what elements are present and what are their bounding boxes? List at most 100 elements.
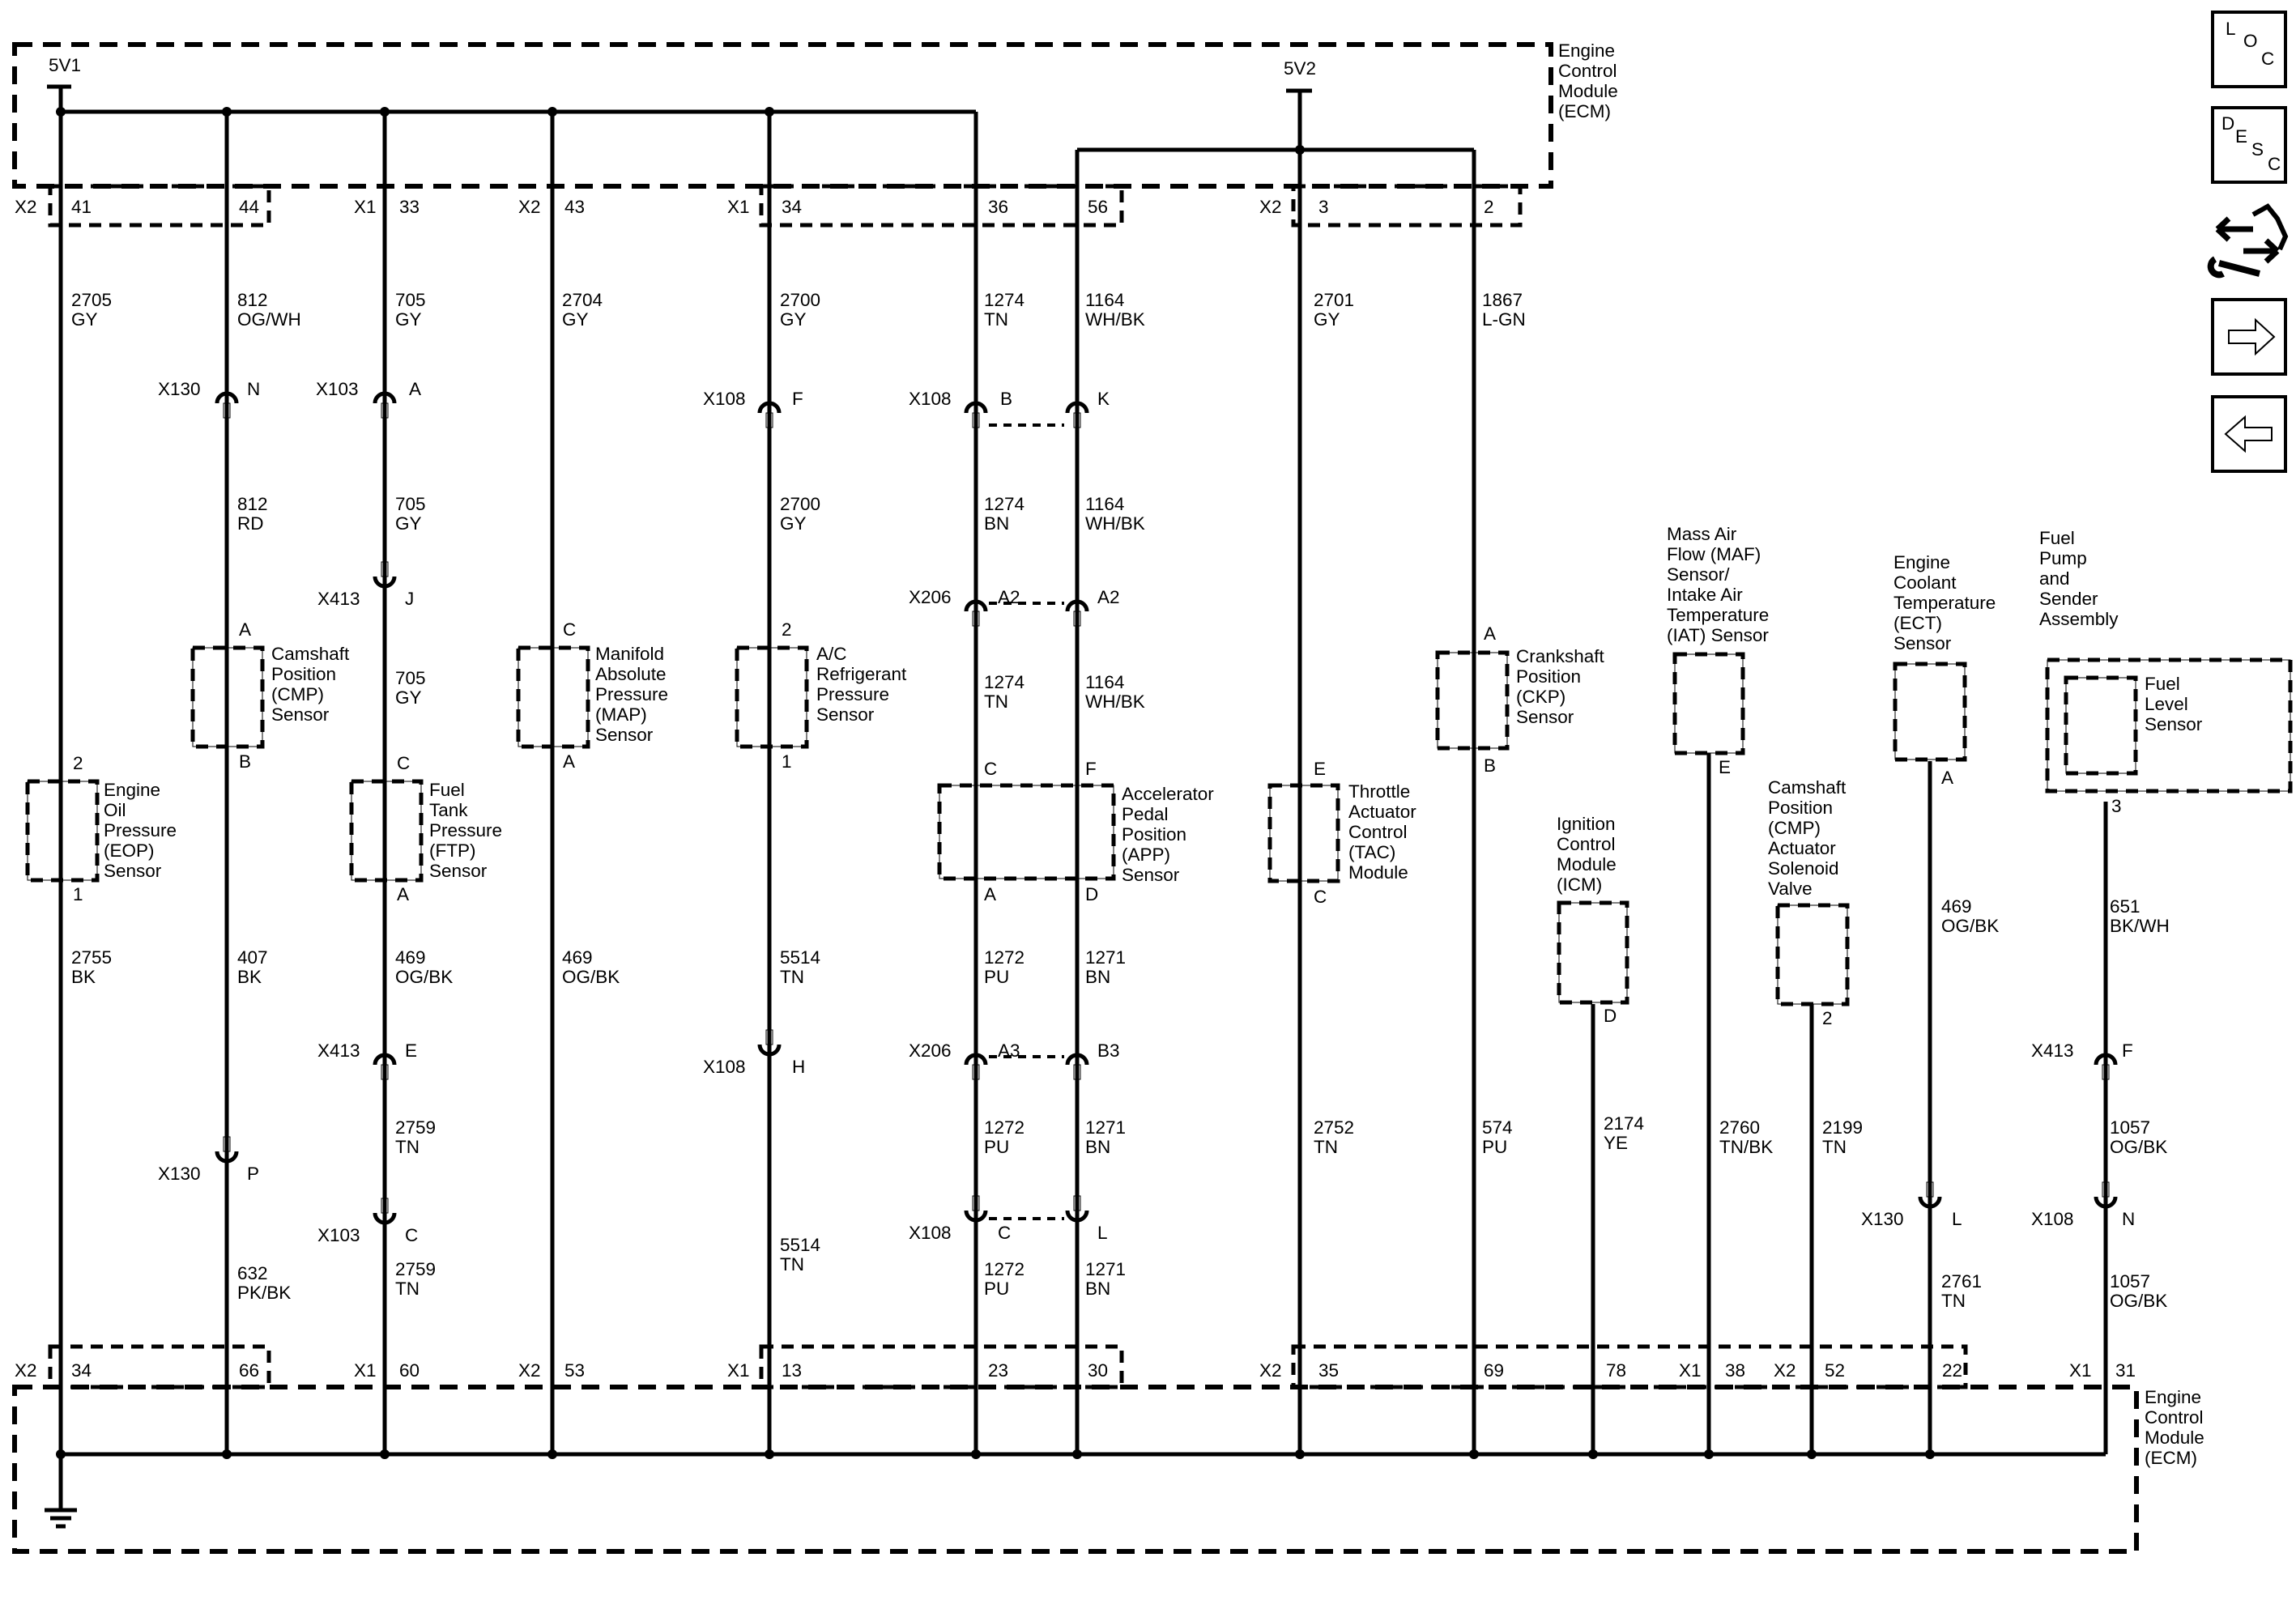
top-pin-number: 3 <box>1318 197 1329 217</box>
wire-circuit-number: 1274 <box>984 672 1024 692</box>
splice-dot <box>1072 1449 1082 1459</box>
wire-color-code: BK <box>237 967 262 987</box>
wire-color-code: TN <box>1822 1137 1847 1157</box>
bottom-pin-number: 22 <box>1942 1360 1962 1381</box>
wire-circuit-number: 705 <box>395 494 426 514</box>
wire-circuit-number: 469 <box>562 947 593 968</box>
wire-circuit-number: 705 <box>395 290 426 310</box>
connector-symbol <box>373 1212 397 1225</box>
arrow-left-icon <box>2224 415 2273 453</box>
top-pin-number: 34 <box>782 197 802 217</box>
wire-color-code: OG/BK <box>1941 916 1999 936</box>
wire-circuit-number: 2759 <box>395 1117 436 1138</box>
inline-connector-pin: P <box>247 1164 259 1184</box>
component-label: Sensor <box>1516 707 1574 727</box>
component-label: Control <box>1557 834 1616 854</box>
component-fill <box>1437 652 1508 749</box>
component-fill <box>939 785 1114 879</box>
connector-pin <box>2102 1064 2110 1080</box>
wire-color-code: TN <box>780 1254 804 1274</box>
ecm-top-label: (ECM) <box>1558 101 1611 121</box>
inline-connector-pin: A2 <box>1097 587 1120 607</box>
bottom-pin-number: 78 <box>1606 1360 1626 1381</box>
component-pin: 2 <box>1822 1008 1833 1028</box>
wire-color-code: GY <box>395 309 422 330</box>
wire-color-code: BK/WH <box>2110 916 2170 936</box>
splice-dot <box>547 1449 557 1459</box>
top-pin-number: 56 <box>1088 197 1108 217</box>
connector-symbol <box>1065 1210 1089 1223</box>
wire-circuit-number: 1271 <box>1085 947 1126 968</box>
connector-box <box>1291 184 1523 228</box>
wire-color-code: TN <box>1941 1291 1966 1311</box>
component-label: Module <box>1557 854 1617 874</box>
component-box <box>1775 903 1850 1006</box>
wire-circuit-number: 1271 <box>1085 1117 1126 1138</box>
ecm-bottom-label: (ECM) <box>2145 1448 2197 1468</box>
top-pin-number: 33 <box>399 197 420 217</box>
wire-color-code: GY <box>562 309 589 330</box>
bottom-connector-id: X1 <box>727 1360 750 1381</box>
bottom-pin-number: 30 <box>1088 1360 1108 1381</box>
wire-circuit-number: 2705 <box>71 290 112 310</box>
wire-color-code: PU <box>984 1279 1009 1299</box>
component-pin: A <box>397 884 409 904</box>
component-label: Control <box>1348 822 1408 842</box>
connector-pin <box>1073 412 1081 428</box>
bottom-connector-id: X2 <box>518 1360 541 1381</box>
connector-symbol <box>215 391 239 404</box>
wire-circuit-number: 1272 <box>984 1117 1024 1138</box>
splice-dot <box>1588 1449 1598 1459</box>
wire-color-code: TN <box>984 691 1008 712</box>
component-box <box>735 645 809 749</box>
wire-circuit-number: 2701 <box>1314 290 1354 310</box>
splice-dot <box>1807 1449 1817 1459</box>
desc-button[interactable] <box>2211 106 2287 184</box>
prev-button[interactable] <box>2211 395 2287 473</box>
inline-connector-id: X206 <box>909 1040 952 1061</box>
loc-button[interactable] <box>2211 11 2287 88</box>
component-label: and <box>2039 568 2070 589</box>
component-label: Pressure <box>816 684 889 704</box>
component-label: Temperature <box>1667 605 1769 625</box>
splice-dot <box>1469 1449 1479 1459</box>
inline-connector-pin: J <box>405 589 414 609</box>
connector-symbol <box>2094 1053 2118 1066</box>
inline-connector-pin: L <box>1097 1223 1108 1243</box>
ecm-bottom-label: Module <box>2145 1428 2204 1448</box>
inline-connector-id: X108 <box>703 389 746 409</box>
component-label: Pressure <box>595 684 668 704</box>
component-label: Camshaft <box>271 644 350 664</box>
component-label: Fuel <box>2145 674 2180 694</box>
bottom-pin-number: 13 <box>782 1360 802 1381</box>
splice-dot <box>56 107 66 117</box>
connector-box <box>759 1344 1124 1389</box>
wire-circuit-number: 1057 <box>2110 1271 2150 1291</box>
inline-connector-id: X130 <box>1861 1209 1904 1229</box>
wire-color-code: PU <box>984 967 1009 987</box>
bottom-pin-number: 52 <box>1825 1360 1845 1381</box>
wire-color-code: GY <box>395 687 422 708</box>
connector-pin <box>1926 1181 1934 1198</box>
wire-color-code: TN <box>1314 1137 1338 1157</box>
wire-circuit-number: 2704 <box>562 290 603 310</box>
next-button[interactable] <box>2211 298 2287 376</box>
connector-pin <box>1073 1195 1081 1211</box>
component-box <box>1672 652 1745 755</box>
inline-connector-id: X130 <box>158 379 201 399</box>
wire-circuit-number: 2759 <box>395 1259 436 1279</box>
ecm-bottom-label: Engine <box>2145 1387 2201 1407</box>
component-label: Sensor <box>595 725 654 745</box>
splice-dot <box>1295 1449 1305 1459</box>
wire-color-code: GY <box>1314 309 1340 330</box>
component-label: Camshaft <box>1768 777 1847 798</box>
wire-circuit-number: 812 <box>237 494 268 514</box>
bottom-connector-id: X1 <box>2069 1360 2092 1381</box>
wire-color-code: GY <box>71 309 98 330</box>
wire-circuit-number: 1057 <box>2110 1117 2150 1138</box>
component-pin: 2 <box>73 753 83 773</box>
bottom-pin-number: 23 <box>988 1360 1008 1381</box>
component-label: Sensor <box>271 704 330 725</box>
component-pin: C <box>397 753 410 773</box>
component-fill <box>2065 677 2136 774</box>
